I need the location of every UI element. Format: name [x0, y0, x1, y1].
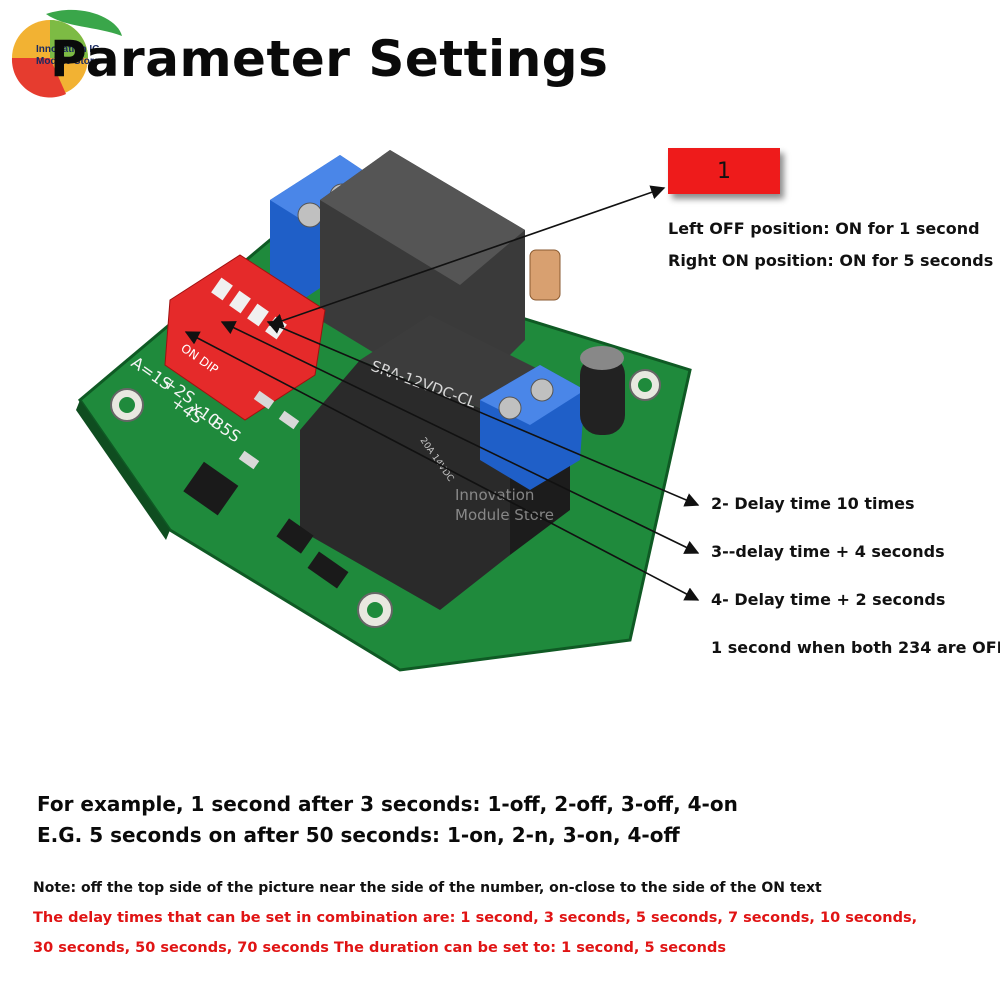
watermark-line2: Module Store	[455, 506, 554, 524]
watermark-line1: Innovation	[455, 486, 534, 504]
example-line2: E.G. 5 seconds on after 50 seconds: 1-on…	[37, 823, 680, 847]
capacitor	[580, 346, 625, 435]
switch2-text: 2- Delay time 10 times	[711, 494, 915, 513]
all-off-text: 1 second when both 234 are OFF	[711, 638, 1000, 657]
relay-board-photo: ON DIP A=1S +2S +4S x10 B5S SRA-12VDC-CL…	[76, 150, 692, 672]
switch4-text: 4- Delay time + 2 seconds	[711, 590, 946, 609]
switch1-on-text: Right ON position: ON for 5 seconds	[668, 251, 994, 270]
note-text: Note: off the top side of the picture ne…	[33, 880, 822, 896]
example-line1: For example, 1 second after 3 seconds: 1…	[37, 792, 738, 816]
switch1-label-box: 1	[668, 148, 780, 194]
logo-line2: Module Store	[36, 56, 100, 67]
combination-text-line1: The delay times that can be set in combi…	[33, 910, 918, 926]
switch1-off-text: Left OFF position: ON for 1 second	[668, 219, 980, 238]
logo-line1: Innovation IC	[36, 44, 100, 55]
switch3-text: 3--delay time + 4 seconds	[711, 542, 945, 561]
store-logo: Innovation IC Module Store	[6, 6, 124, 102]
logo-leaf-icon	[11, 9, 122, 98]
combination-text-line2: 30 seconds, 50 seconds, 70 seconds The d…	[33, 940, 726, 956]
page-title: Parameter Settings	[50, 30, 609, 88]
